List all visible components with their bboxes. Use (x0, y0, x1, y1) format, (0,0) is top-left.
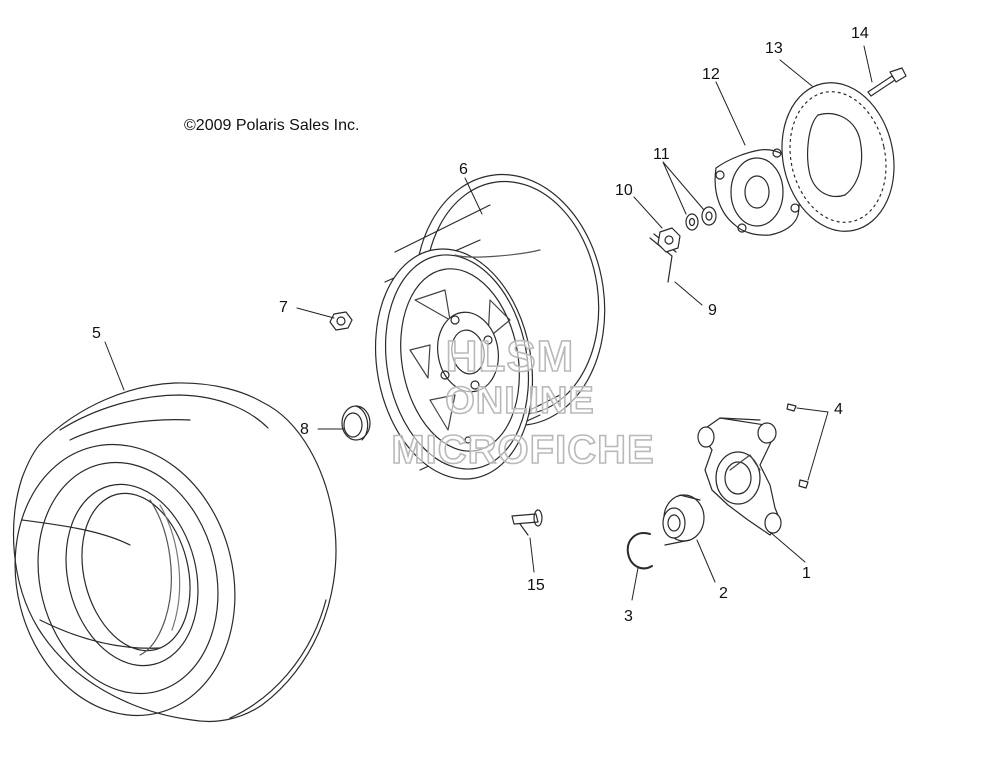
callout-7: 7 (279, 299, 288, 316)
callout-9: 9 (708, 302, 717, 319)
tire (12, 382, 337, 723)
pin (511, 509, 543, 536)
callout-4: 4 (834, 401, 843, 418)
callout-8: 8 (300, 421, 309, 438)
snap-ring (626, 532, 653, 570)
hub (714, 148, 800, 236)
copyright-text: ©2009 Polaris Sales Inc. (184, 117, 360, 134)
callout-3: 3 (624, 608, 633, 625)
watermark-line-1: HLSM (445, 331, 575, 382)
wheel-rim (374, 173, 606, 480)
callout-2: 2 (719, 585, 728, 602)
callout-6: 6 (459, 161, 468, 178)
callout-5: 5 (92, 325, 101, 342)
washers (685, 206, 717, 231)
callout-15: 15 (527, 577, 545, 594)
lug-nut (329, 311, 353, 331)
callout-10: 10 (615, 182, 633, 199)
callout-13: 13 (765, 40, 783, 57)
watermark-line-3: MICROFICHE (391, 427, 655, 473)
knuckle (697, 417, 782, 536)
callout-1: 1 (802, 565, 811, 582)
center-cap (341, 405, 371, 441)
leader-lines (104, 45, 873, 601)
brake-disc (781, 82, 895, 232)
bolt (867, 67, 907, 97)
callout-11: 11 (653, 146, 670, 163)
callout-14: 14 (851, 25, 869, 42)
bleeder-screws (786, 403, 809, 489)
bearing (662, 494, 705, 546)
watermark-line-2: ONLINE (444, 379, 595, 423)
callout-12: 12 (702, 66, 720, 83)
castle-nut (657, 227, 681, 253)
